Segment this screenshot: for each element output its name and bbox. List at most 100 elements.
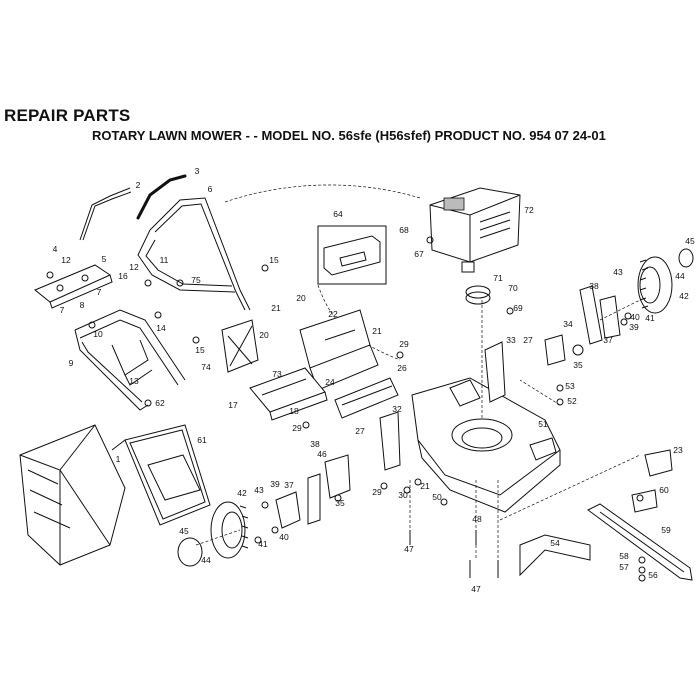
rear-wheel (637, 256, 673, 314)
callout-c37: 37 (603, 335, 613, 345)
hubcap-front (177, 537, 203, 567)
callout-c16: 16 (118, 271, 128, 281)
callout-c64: 64 (333, 209, 343, 219)
callout-c5: 5 (102, 254, 107, 264)
callout-c21c: 21 (420, 481, 430, 491)
page-title: REPAIR PARTS (4, 106, 131, 125)
callout-c26: 26 (397, 363, 407, 373)
mower-blade (587, 503, 693, 581)
callout-c2: 2 (136, 180, 141, 190)
callout-c59: 59 (661, 525, 671, 535)
callout-c71: 71 (493, 273, 503, 283)
callout-c23: 23 (673, 445, 683, 455)
callout-c38b: 38 (310, 439, 320, 449)
decal-box (317, 225, 387, 285)
callout-c3: 3 (195, 166, 200, 176)
callout-c62: 62 (155, 398, 165, 408)
callout-c44: 44 (675, 271, 685, 281)
callout-c15b: 15 (195, 345, 205, 355)
rear-bracket (484, 341, 506, 403)
callout-c74: 74 (201, 362, 211, 372)
upper-handle (137, 197, 251, 311)
callout-c54: 54 (550, 538, 560, 548)
baffle (519, 534, 591, 577)
callout-c21: 21 (271, 303, 281, 313)
control-cable (224, 184, 421, 203)
callout-c45: 45 (685, 236, 695, 246)
callout-c41: 41 (645, 313, 655, 323)
callout-c29c: 29 (372, 487, 382, 497)
engine (429, 187, 521, 273)
page-subtitle: ROTARY LAWN MOWER - - MODEL NO. 56sfe (H… (92, 128, 606, 143)
callout-c42: 42 (679, 291, 689, 301)
callout-c33: 33 (506, 335, 516, 345)
callout-c1: 1 (116, 454, 121, 464)
discharge-door (299, 309, 379, 391)
side-discharge-chute (249, 367, 328, 421)
callout-c40b: 40 (279, 532, 289, 542)
callout-c8: 8 (80, 300, 85, 310)
callout-c24: 24 (325, 377, 335, 387)
callout-c40: 40 (630, 312, 640, 322)
callout-c70: 70 (508, 283, 518, 293)
callout-c32: 32 (392, 404, 402, 414)
callout-c17: 17 (228, 400, 238, 410)
callout-c27: 27 (523, 335, 533, 345)
callout-c75: 75 (191, 275, 201, 285)
callout-c51: 51 (538, 419, 548, 429)
callout-c29b: 29 (292, 423, 302, 433)
callout-c73: 73 (272, 369, 282, 379)
callout-c58: 58 (619, 551, 629, 561)
callout-c56: 56 (648, 570, 658, 580)
height-adjuster (544, 334, 566, 366)
callout-c18: 18 (289, 406, 299, 416)
callout-c43: 43 (613, 267, 623, 277)
warning-label (221, 319, 259, 373)
callout-c4: 4 (53, 244, 58, 254)
hardware (46, 236, 646, 582)
callout-c9: 9 (69, 358, 74, 368)
callout-c7: 7 (97, 287, 102, 297)
front-bracket (379, 411, 401, 471)
callout-c7b: 7 (60, 305, 65, 315)
callout-c69: 69 (513, 303, 523, 313)
callout-c72: 72 (524, 205, 534, 215)
lower-handle (74, 309, 186, 411)
callout-c38: 38 (589, 281, 599, 291)
callout-c52: 52 (567, 396, 577, 406)
callout-c34: 34 (563, 319, 573, 329)
callout-c44b: 44 (201, 555, 211, 565)
callout-c48: 48 (472, 514, 482, 524)
front-height-adjuster (307, 473, 321, 525)
callout-c39b: 39 (270, 479, 280, 489)
rear-wheel-bracket (579, 285, 603, 345)
callout-c61: 61 (197, 435, 207, 445)
callout-c39: 39 (629, 322, 639, 332)
callout-c53: 53 (565, 381, 575, 391)
callout-c13: 13 (129, 376, 139, 386)
callout-c22: 22 (328, 309, 338, 319)
control-rod (79, 187, 131, 241)
front-wheel (210, 501, 249, 559)
callout-c67: 67 (414, 249, 424, 259)
callout-c20b: 20 (259, 330, 269, 340)
callout-c35b: 35 (335, 498, 345, 508)
deflector (334, 377, 399, 419)
grip-bail (136, 174, 187, 220)
callout-c20: 20 (296, 293, 306, 303)
hubcap-rear (678, 248, 694, 268)
callout-c21b: 21 (372, 326, 382, 336)
callout-c15: 15 (269, 255, 279, 265)
callout-c60: 60 (659, 485, 669, 495)
callout-c45b: 45 (179, 526, 189, 536)
callout-c14: 14 (156, 323, 166, 333)
callout-c29: 29 (399, 339, 409, 349)
callout-c47b: 47 (471, 584, 481, 594)
mower-deck (411, 377, 561, 513)
callout-c42b: 42 (237, 488, 247, 498)
callout-c46: 46 (317, 449, 327, 459)
callout-c50: 50 (432, 492, 442, 502)
callout-c43b: 43 (254, 485, 264, 495)
